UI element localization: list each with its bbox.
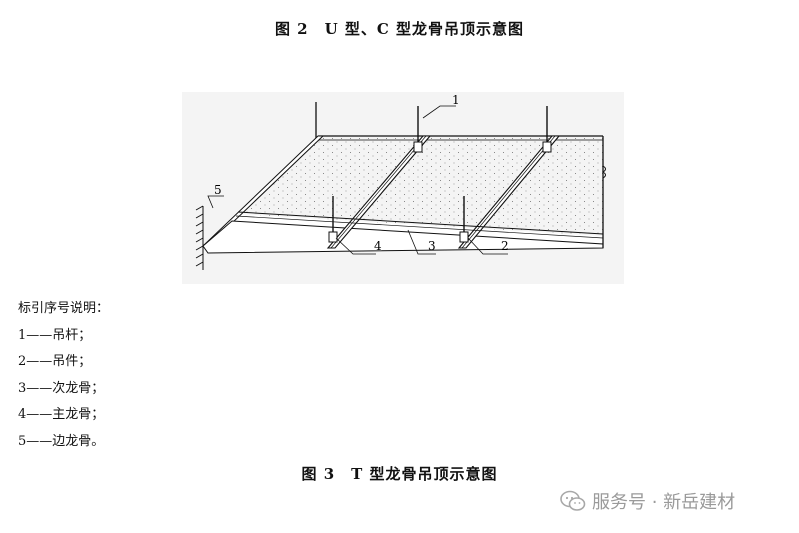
callout-2: 2 bbox=[501, 239, 509, 253]
legend-item: 5——边龙骨。 bbox=[18, 433, 105, 449]
callout-3: 3 bbox=[428, 239, 436, 253]
callout-1: 1 bbox=[452, 93, 460, 107]
callout-4: 4 bbox=[374, 239, 382, 253]
ceiling-board-far bbox=[240, 136, 603, 236]
wechat-icon bbox=[560, 490, 586, 511]
hanger-rods bbox=[332, 106, 548, 236]
main-runner-left bbox=[326, 135, 432, 249]
watermark-text: 服务号 · 新岳建材 bbox=[592, 492, 736, 513]
hanger-clips bbox=[328, 141, 552, 243]
legend-item: 2——吊件； bbox=[18, 354, 92, 369]
legend-item: 1——吊杆； bbox=[18, 327, 92, 343]
legend-item: 3——次龙骨； bbox=[18, 380, 105, 396]
main-runner-right bbox=[457, 135, 561, 249]
watermark: 服务号 · 新岳建材 bbox=[560, 488, 735, 514]
callout-5: 5 bbox=[214, 183, 222, 197]
figure-3-caption: 图 3 T 型龙骨吊顶示意图 bbox=[301, 465, 498, 483]
figure-2-caption: 图 2 U 型、C 型龙骨吊顶示意图 bbox=[274, 20, 525, 38]
legend-item: 4——主龙骨； bbox=[18, 407, 105, 422]
wall-hatch bbox=[195, 205, 204, 270]
t-ceiling-diagram: 1 2 3 4 5 bbox=[182, 92, 624, 284]
legend-title: 标引序号说明： bbox=[18, 301, 110, 316]
legend: 标引序号说明： 1——吊杆； 2——吊件； 3——次龙骨； 4——主龙骨； 5—… bbox=[18, 296, 109, 455]
